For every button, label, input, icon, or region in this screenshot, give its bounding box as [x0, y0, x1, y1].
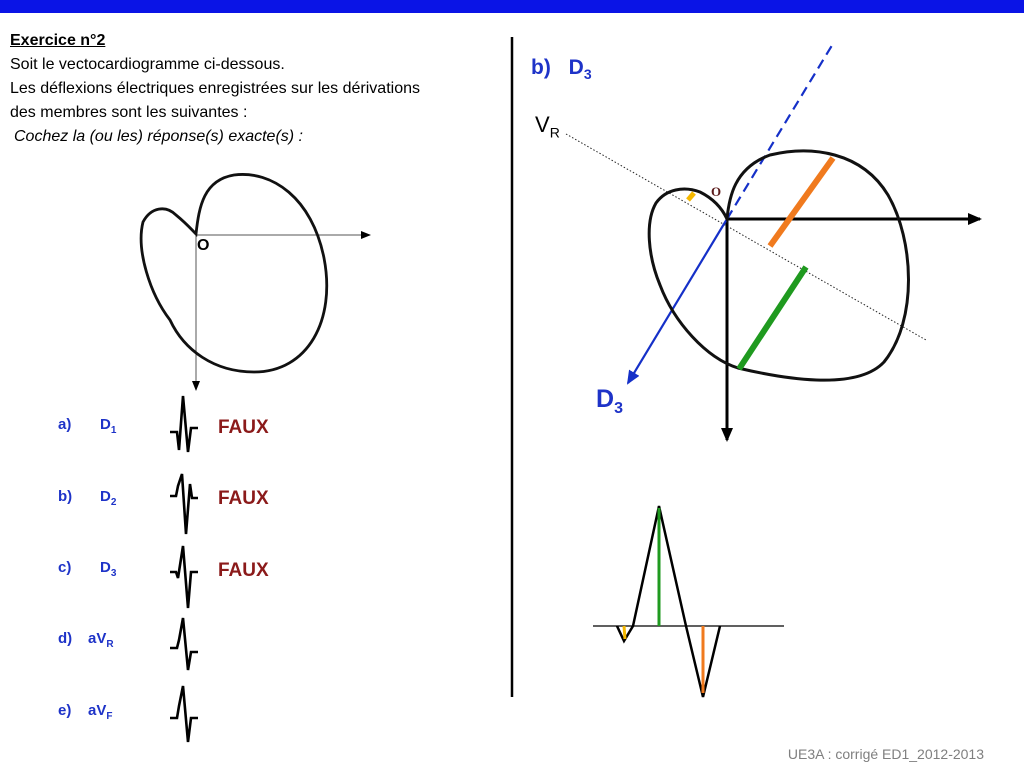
- right-lead-label: D3: [568, 56, 592, 83]
- right-title: b) D3: [531, 56, 592, 82]
- qrs-trace: [615, 505, 722, 698]
- option-b-lead: D2: [100, 488, 117, 508]
- option-c-lead: D3: [100, 559, 117, 579]
- exercise-line-3: des membres sont les suivantes :: [10, 104, 248, 121]
- deflection-orange: [767, 156, 836, 248]
- verdict-b: FAUX: [218, 488, 269, 509]
- verdict-c: FAUX: [218, 560, 269, 581]
- deflection-green: [736, 265, 809, 371]
- exercise-text: Exercice n°2 Soit le vectocardiogramme c…: [10, 29, 500, 149]
- wave-deflection-yellow: [622, 625, 627, 640]
- option-e-lead: aVF: [88, 702, 113, 722]
- ecg-complex-b: [170, 473, 198, 535]
- verdict-a: FAUX: [218, 417, 269, 438]
- deflection-yellow: [686, 191, 696, 202]
- exercise-instruction: Cochez la (ou les) réponse(s) exacte(s) …: [14, 128, 303, 145]
- option-b[interactable]: b)D2: [58, 488, 117, 508]
- vr-label: VR: [535, 112, 560, 141]
- option-c[interactable]: c)D3: [58, 559, 117, 579]
- header-bar: [0, 0, 1024, 13]
- d3-axis-dashed: [726, 41, 835, 220]
- right-origin-label: O: [711, 184, 722, 199]
- right-section-letter: b): [531, 56, 551, 79]
- footer-text: UE3A : corrigé ED1_2012-2013: [787, 746, 984, 762]
- exercise-line-2: Les déflexions électriques enregistrées …: [10, 80, 420, 97]
- left-vectorcardiogram: [139, 173, 371, 391]
- right-vectorcardiogram: [565, 41, 982, 442]
- option-a[interactable]: a)D1: [58, 416, 117, 436]
- option-d-lead: aVR: [88, 630, 114, 650]
- left-origin-label: O: [197, 237, 210, 254]
- d3-waveform: [593, 505, 784, 698]
- option-d[interactable]: d)aVR: [58, 630, 114, 650]
- vr-dotted-axis: [565, 133, 927, 341]
- right-loop: [647, 149, 910, 382]
- option-e[interactable]: e)aVF: [58, 702, 113, 722]
- exercise-title: Exercice n°2: [10, 32, 106, 49]
- left-loop: [139, 173, 329, 374]
- ecg-complex-c: [170, 545, 198, 609]
- ecg-complex-a: [170, 395, 198, 453]
- ecg-complex-e: [170, 685, 198, 743]
- d3-axis-label: D3: [596, 385, 623, 417]
- d3-axis-solid: [626, 218, 728, 385]
- ecg-complex-d: [170, 617, 198, 671]
- exercise-line-1: Soit le vectocardiogramme ci-dessous.: [10, 56, 285, 73]
- option-a-lead: D1: [100, 416, 117, 436]
